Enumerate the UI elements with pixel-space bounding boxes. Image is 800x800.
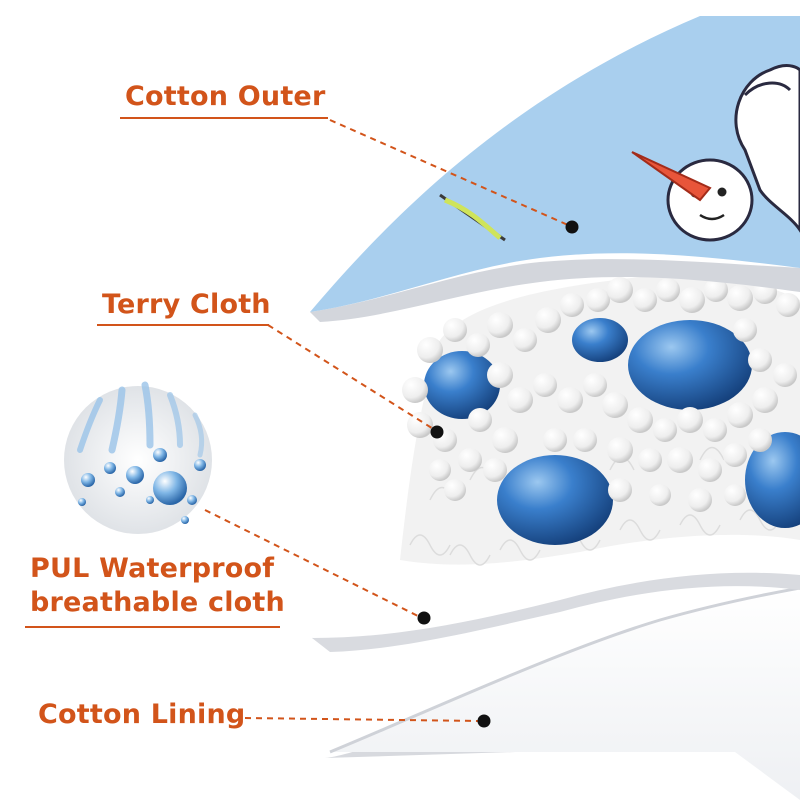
underline-pul	[25, 626, 280, 628]
underline-cotton-outer	[120, 117, 328, 119]
marker-dot-pul	[417, 611, 431, 625]
label-pul: PUL Waterproof breathable cloth	[30, 553, 285, 618]
terry-cloth-layer	[400, 274, 800, 566]
leaf-print	[439, 193, 506, 242]
cotton-outer-layer	[310, 16, 800, 322]
pul-layer	[312, 532, 800, 652]
leader-line-terry-cloth	[267, 324, 436, 431]
snowman-icon	[631, 64, 800, 242]
label-terry-cloth: Terry Cloth	[102, 289, 271, 320]
leader-line-pul	[204, 509, 421, 618]
cotton-lining-layer	[325, 586, 800, 800]
underline-terry-cloth	[97, 324, 269, 326]
marker-dot-cotton-outer	[565, 220, 579, 234]
label-cotton-outer: Cotton Outer	[125, 81, 326, 112]
marker-dot-cotton-lining	[477, 714, 491, 728]
label-cotton-lining: Cotton Lining	[38, 699, 246, 730]
marker-dot-terry-cloth	[430, 425, 444, 439]
water-droplets-icon	[64, 381, 212, 534]
